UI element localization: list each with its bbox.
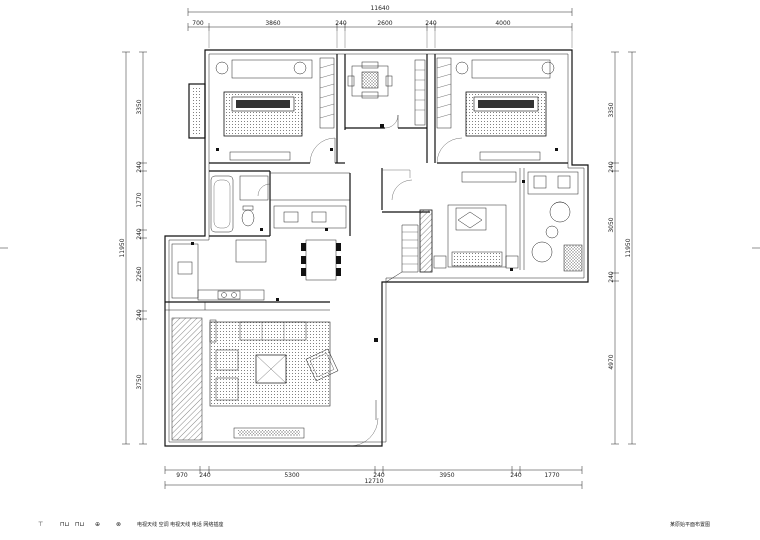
nightstand-lamp-left [215, 61, 229, 75]
dim-bottom-seg-3: 5300 [284, 472, 299, 479]
door-arc-study [384, 114, 399, 129]
dim-bottom-seg-4: 240 [373, 472, 385, 479]
dim-left-total: 11950 [119, 238, 126, 257]
study-shelf [414, 59, 426, 126]
tv-cabinet-top-left [229, 151, 291, 161]
dining-area [301, 239, 341, 281]
study-room [347, 59, 426, 129]
dim-bottom-seg-2: 240 [199, 472, 211, 479]
dim-top-seg-6: 4000 [495, 20, 510, 27]
dim-bottom-total: 12710 [364, 478, 383, 485]
dim-left-seg-2: 240 [136, 161, 143, 173]
legend-symbol-ac-1: ⊓⊔ [60, 521, 69, 528]
dim-top-seg-2: 3860 [265, 20, 280, 27]
dim-bottom-seg-6: 240 [510, 472, 522, 479]
armchair-rotated [305, 348, 339, 382]
double-sink-counter [273, 205, 347, 229]
plant-corner [563, 244, 583, 272]
armchair-left-2 [215, 377, 239, 401]
legend: ⊤ ⊓⊔ ⊓⊔ ⊕ ⊗ 电视天线 空调 电视天线 电话 网络插座 [38, 521, 223, 528]
drawing-title: 某原始平面布置图 [670, 521, 710, 528]
top-dimension-chain: 11640 700 3860 240 2600 240 4000 [187, 5, 573, 48]
master-bath-counter [527, 171, 579, 195]
dim-right-seg-5: 4970 [608, 354, 615, 369]
legend-symbol-phone: ⊕ [95, 521, 100, 528]
dim-left-seg-3: 1770 [136, 192, 143, 207]
dim-top-seg-4: 2600 [377, 20, 392, 27]
armchair-left-1 [215, 349, 239, 371]
dim-right-seg-2: 240 [608, 161, 615, 173]
interior-walls [165, 54, 568, 311]
living-balcony-strip [171, 317, 203, 441]
nightstand-lamp-right [293, 61, 307, 75]
bottom-dimension-chain: 970 240 5300 240 3950 240 1770 12710 [164, 466, 583, 489]
wardrobe-top-left [319, 57, 335, 129]
master-door [382, 169, 411, 178]
round-side-table [545, 225, 559, 239]
left-balcony [188, 83, 206, 139]
dim-top-total: 11640 [370, 5, 389, 12]
master-bedroom [382, 169, 583, 272]
dim-top-seg-3: 240 [335, 20, 347, 27]
kitchen-counter-left [171, 243, 199, 299]
tv-cabinet-top-right [479, 151, 541, 161]
kitchen-sink [177, 261, 193, 275]
left-dimension-chain: 3350 240 1770 240 2260 240 3750 11950 [119, 51, 147, 445]
dim-bottom-seg-5: 3950 [439, 472, 454, 479]
dim-left-seg-6: 240 [136, 309, 143, 321]
legend-symbol-network: ⊗ [116, 521, 121, 528]
dim-right-total: 11950 [625, 238, 632, 257]
headboard-cabinet [231, 59, 313, 79]
legend-symbol-tv-antenna: ⊤ [38, 521, 43, 528]
door-arc-top-left [309, 137, 336, 164]
dim-left-seg-7: 3750 [136, 374, 143, 389]
kitchen [171, 239, 279, 301]
bedroom-top-left [215, 57, 336, 164]
kitchen-counter-bottom [197, 289, 265, 301]
right-dimension-chain: 3350 240 3050 240 4970 11950 [608, 51, 636, 445]
sofa-main [239, 321, 307, 341]
dim-left-seg-1: 3350 [136, 99, 143, 114]
washbasin-counter [239, 175, 269, 201]
fridge [235, 239, 267, 263]
study-table [351, 65, 389, 97]
legend-text: 电视天线 空调 电视天线 电话 网络插座 [137, 521, 223, 528]
nightstand-lamp-r1 [455, 61, 469, 75]
dim-bottom-seg-1: 970 [176, 472, 188, 479]
bathroom [210, 175, 347, 233]
entrance-door-arc [349, 417, 379, 447]
bathtub [210, 175, 234, 233]
nightstand-lamp-r2 [541, 61, 555, 75]
dim-right-seg-4: 240 [608, 271, 615, 283]
dim-right-seg-3: 3050 [608, 217, 615, 232]
living-room [171, 317, 379, 447]
tv-cabinet-living [233, 427, 305, 439]
bedroom-top-right [436, 57, 558, 164]
cooktop [217, 290, 241, 300]
dining-table [305, 239, 337, 281]
master-bed [447, 204, 507, 268]
dim-left-seg-4: 240 [136, 228, 143, 240]
dim-top-seg-1: 700 [192, 20, 204, 27]
toilet [241, 209, 255, 227]
dim-right-seg-1: 3350 [608, 102, 615, 117]
exterior-walls [164, 49, 589, 447]
wardrobe-top-right [436, 57, 452, 129]
headboard-cabinet-right [471, 59, 551, 79]
master-wardrobe [461, 171, 517, 183]
dim-left-seg-5: 2260 [136, 266, 143, 281]
door-arc-top-right [436, 137, 463, 164]
dim-bottom-seg-7: 1770 [544, 472, 559, 479]
lounge-chair-2 [531, 241, 553, 263]
legend-symbol-ac-2: ⊓⊔ [75, 521, 84, 528]
dim-top-seg-5: 240 [425, 20, 437, 27]
